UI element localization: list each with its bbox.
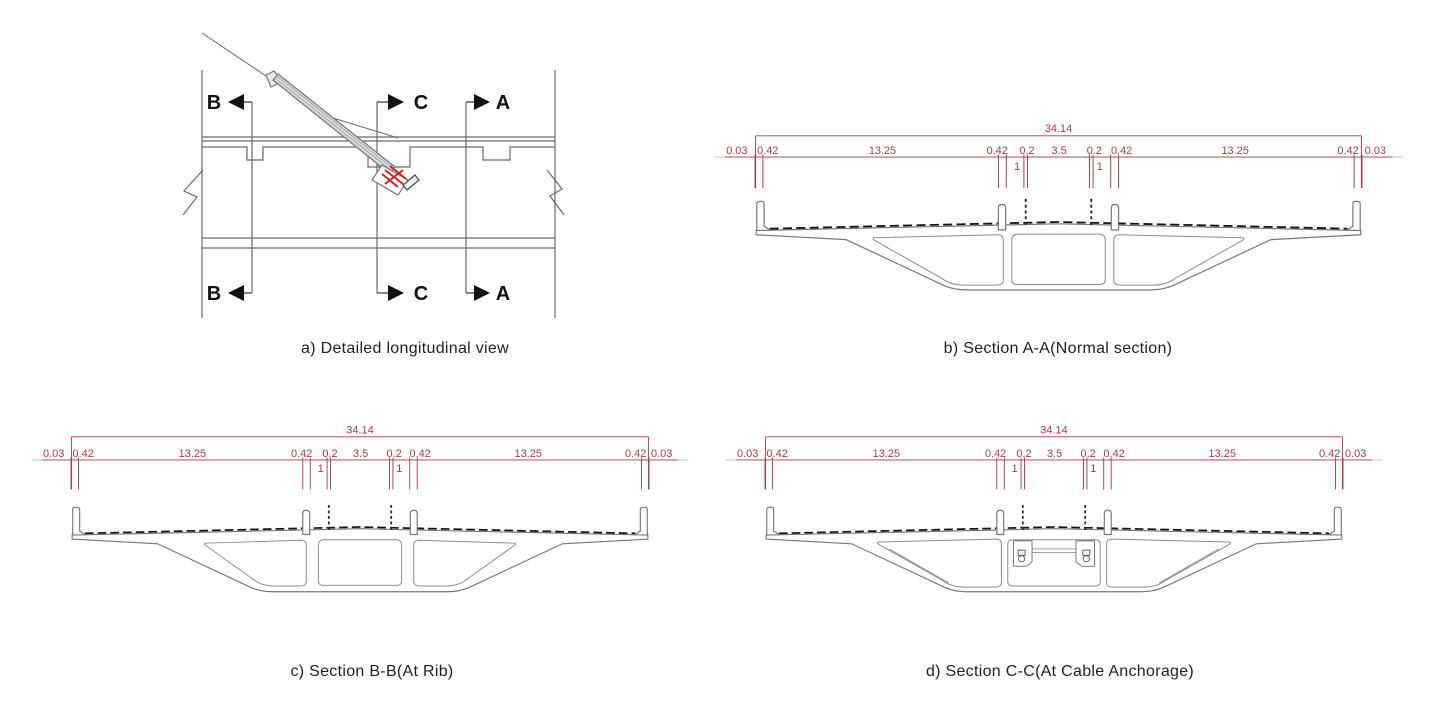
caption-longitudinal-view: a) Detailed longitudinal view (301, 340, 509, 357)
svg-text:13.25: 13.25 (514, 448, 541, 460)
svg-text:0.2: 0.2 (1080, 448, 1095, 460)
svg-text:0.42: 0.42 (987, 145, 1008, 157)
svg-text:0.2: 0.2 (322, 448, 337, 460)
cut-label-C-top: C (414, 92, 428, 114)
section-b-b: 34.14 0.03 0.42 13.25 0.42 0.2 3.5 0.2 0… (31, 424, 689, 591)
svg-text:13.25: 13.25 (873, 448, 900, 460)
svg-text:0.2: 0.2 (1087, 145, 1102, 157)
svg-text:0.03: 0.03 (651, 448, 672, 460)
svg-text:13.25: 13.25 (869, 145, 896, 157)
dimension-lines (42, 436, 678, 461)
svg-text:0.42: 0.42 (1319, 448, 1340, 460)
cut-label-A-top: A (496, 92, 510, 114)
caption-section-b-b: c) Section B-B(At Rib) (290, 663, 454, 680)
caption-section-a-a: b) Section A-A(Normal section) (943, 340, 1173, 357)
bearing-plate (402, 174, 420, 191)
svg-text:3.5: 3.5 (353, 448, 368, 460)
svg-text:0.42: 0.42 (1103, 448, 1124, 460)
svg-text:0.2: 0.2 (1019, 145, 1034, 157)
cut-arrow-B-top-icon (228, 94, 244, 110)
svg-text:13.25: 13.25 (1208, 448, 1235, 460)
svg-text:1: 1 (1090, 463, 1096, 475)
cut-arrow-A-top-icon (474, 94, 490, 110)
svg-text:0.42: 0.42 (1111, 145, 1132, 157)
svg-text:0.42: 0.42 (625, 448, 646, 460)
section-a-a: 34.14 0.03 0.42 13.25 0.42 0.2 3.5 0.2 0… (713, 123, 1404, 290)
dimension-lines (724, 135, 1393, 158)
anchor-hatch-icon (381, 165, 407, 188)
svg-text:1: 1 (1014, 161, 1020, 173)
box-girder-at-rib (72, 504, 648, 591)
svg-text:34.14: 34.14 (1045, 123, 1072, 135)
svg-text:34.14: 34.14 (1040, 424, 1067, 436)
svg-text:0.03: 0.03 (1365, 145, 1386, 157)
svg-text:1: 1 (396, 463, 402, 475)
svg-text:0.03: 0.03 (1345, 448, 1366, 460)
deck-linework (182, 70, 565, 318)
dimension-lines (736, 436, 1372, 461)
svg-text:1: 1 (318, 463, 324, 475)
stay-cable (201, 32, 420, 196)
section-c-c: 34.14 0.03 0.42 13.25 0.42 0.2 3.5 0.2 0… (725, 424, 1383, 591)
svg-text:0.03: 0.03 (43, 448, 64, 460)
svg-text:0.2: 0.2 (1016, 448, 1031, 460)
svg-text:3.5: 3.5 (1052, 145, 1067, 157)
svg-text:34.14: 34.14 (346, 424, 373, 436)
dimension-labels: 34.14 0.03 0.42 13.25 0.42 0.2 3.5 0.2 0… (737, 424, 1366, 475)
svg-text:0.42: 0.42 (1337, 145, 1358, 157)
box-girder-normal (756, 198, 1361, 290)
svg-text:3.5: 3.5 (1047, 448, 1062, 460)
cut-label-B-bottom: B (207, 283, 221, 305)
svg-text:1: 1 (1097, 161, 1103, 173)
cut-label-B-top: B (207, 92, 221, 114)
cut-arrow-C-bottom-icon (388, 285, 404, 301)
svg-text:0.42: 0.42 (766, 448, 787, 460)
cut-arrow-C-top-icon (388, 94, 404, 110)
cut-label-A-bottom: A (496, 283, 510, 305)
break-line-right (546, 169, 565, 216)
dimension-labels: 34.14 0.03 0.42 13.25 0.42 0.2 3.5 0.2 0… (43, 424, 672, 475)
box-girder-at-anchorage (766, 504, 1342, 591)
svg-text:0.42: 0.42 (291, 448, 312, 460)
svg-text:13.25: 13.25 (179, 448, 206, 460)
svg-text:0.42: 0.42 (72, 448, 93, 460)
cut-arrow-B-bottom-icon (228, 285, 244, 301)
dimension-labels: 34.14 0.03 0.42 13.25 0.42 0.2 3.5 0.2 0… (726, 123, 1386, 173)
svg-text:0.42: 0.42 (985, 448, 1006, 460)
svg-text:1: 1 (1012, 463, 1018, 475)
cut-arrow-A-bottom-icon (474, 285, 490, 301)
svg-text:13.25: 13.25 (1221, 145, 1248, 157)
section-cut-markers: B C A B C A (207, 92, 510, 305)
caption-section-c-c: d) Section C-C(At Cable Anchorage) (925, 663, 1195, 680)
svg-text:0.03: 0.03 (726, 145, 747, 157)
break-line-left (182, 169, 204, 216)
longitudinal-view: B C A B C A (182, 32, 565, 318)
svg-text:0.42: 0.42 (757, 145, 778, 157)
cut-label-C-bottom: C (414, 283, 428, 305)
svg-text:0.2: 0.2 (386, 448, 401, 460)
svg-text:0.42: 0.42 (409, 448, 430, 460)
svg-text:0.03: 0.03 (737, 448, 758, 460)
